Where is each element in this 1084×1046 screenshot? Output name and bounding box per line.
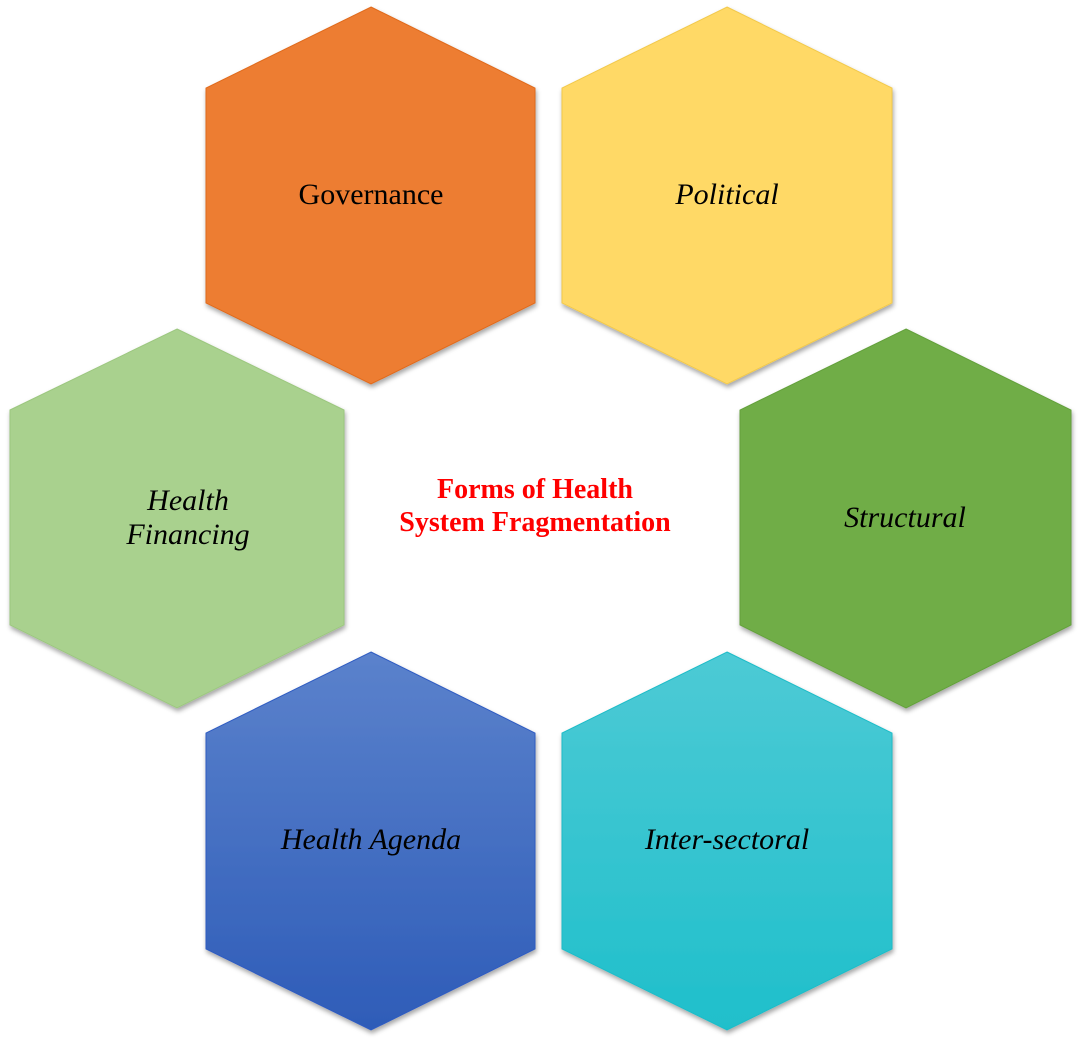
hexagon-governance (205, 6, 536, 385)
label-health-financing: Health Financing (126, 484, 249, 552)
diagram-title: Forms of Health System Fragmentation (399, 473, 670, 539)
diagram-title-line1: Forms of Health (437, 474, 633, 505)
label-health-financing-line2: Financing (126, 518, 250, 551)
label-health-agenda: Health Agenda (280, 823, 462, 856)
label-structural: Structural (844, 501, 966, 534)
hexagon-health-financing (9, 328, 345, 709)
hexagon-inter-sectoral (561, 651, 893, 1031)
label-governance: Governance (298, 178, 444, 211)
hexagon-political (561, 6, 893, 385)
hexagon-structural (739, 328, 1072, 709)
label-health-financing-line1: Health (147, 484, 229, 517)
label-political: Political (675, 178, 779, 211)
hexagon-health-agenda (205, 651, 536, 1031)
diagram-title-line2: System Fragmentation (399, 507, 671, 538)
label-inter-sectoral: Inter-sectoral (644, 823, 810, 856)
